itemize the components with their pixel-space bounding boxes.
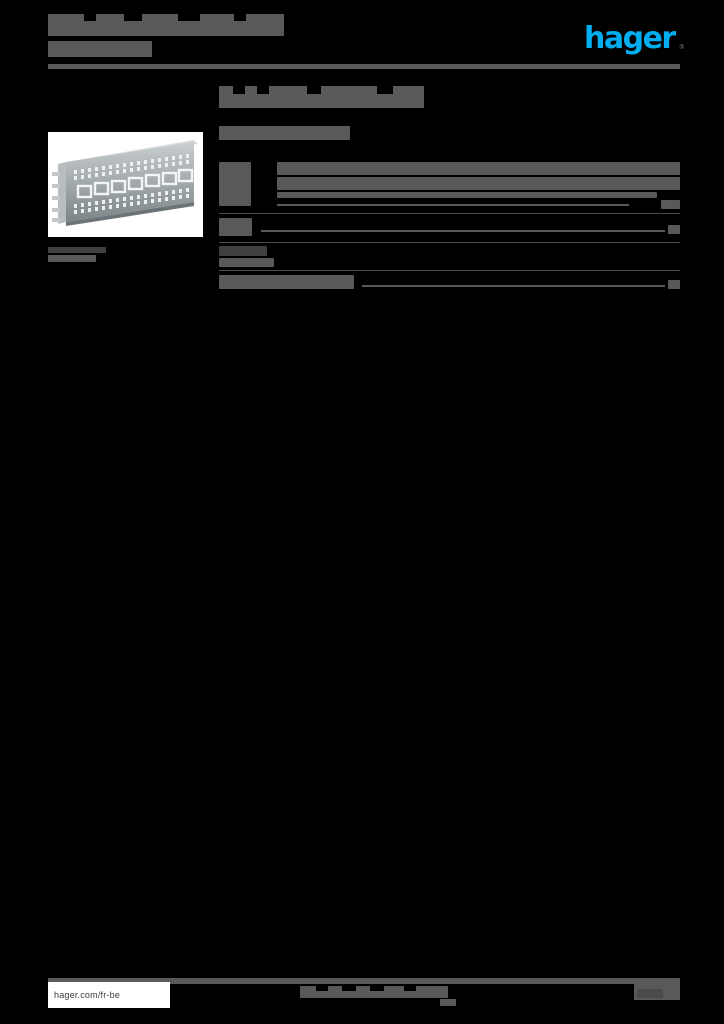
- page-number-badge: [634, 980, 680, 1000]
- spec-label-second-line: [219, 258, 274, 267]
- page-footer: hager.com/fr-be: [48, 978, 680, 1012]
- spec-description-line: [277, 192, 657, 198]
- trademark-icon: ®: [679, 45, 684, 51]
- specification-list: [219, 160, 680, 295]
- spec-description-line: [277, 177, 680, 190]
- spec-label: [219, 275, 354, 289]
- table-row: [219, 214, 680, 242]
- product-caption-line2: [48, 255, 96, 262]
- spec-value: [661, 200, 680, 209]
- dotted-leader: [362, 285, 665, 287]
- table-row: [219, 271, 680, 295]
- footer-center-text: [300, 986, 456, 1006]
- footer-center-line: [300, 986, 448, 998]
- row-divider: [219, 213, 680, 214]
- spec-description-line: [277, 162, 680, 175]
- dotted-leader: [261, 230, 665, 232]
- panel-illustration-icon: [48, 132, 203, 237]
- title-spacer: [152, 41, 292, 51]
- header-title-block: [48, 14, 284, 57]
- section-subtitle: [219, 126, 350, 140]
- header-divider: [48, 64, 680, 69]
- table-row: [219, 243, 680, 270]
- page-title: [48, 14, 284, 36]
- spec-label: [219, 246, 267, 256]
- product-caption-line1: [48, 247, 106, 253]
- table-row: [219, 160, 680, 213]
- section-title: [219, 86, 424, 108]
- footer-center-subline: [440, 999, 456, 1006]
- hager-logo-text: hager: [584, 21, 676, 56]
- spec-label: [219, 162, 251, 206]
- website-url-text: hager.com/fr-be: [54, 990, 121, 1000]
- spec-value: [668, 280, 680, 289]
- product-caption: [48, 247, 203, 262]
- product-photo-icon: [48, 132, 203, 237]
- footer-divider: [48, 978, 680, 984]
- row-divider: [219, 242, 680, 243]
- product-column: [48, 132, 203, 262]
- page-header: hager ®: [48, 14, 684, 66]
- page-subtitle: [48, 41, 152, 57]
- dotted-leader: [277, 204, 629, 206]
- spec-label: [219, 218, 252, 236]
- content-column: [219, 86, 680, 295]
- hager-logo: hager ®: [584, 21, 684, 56]
- website-url-link[interactable]: hager.com/fr-be: [48, 982, 170, 1008]
- spec-value: [668, 225, 680, 234]
- page-number-text: [637, 989, 663, 998]
- row-divider: [219, 270, 680, 271]
